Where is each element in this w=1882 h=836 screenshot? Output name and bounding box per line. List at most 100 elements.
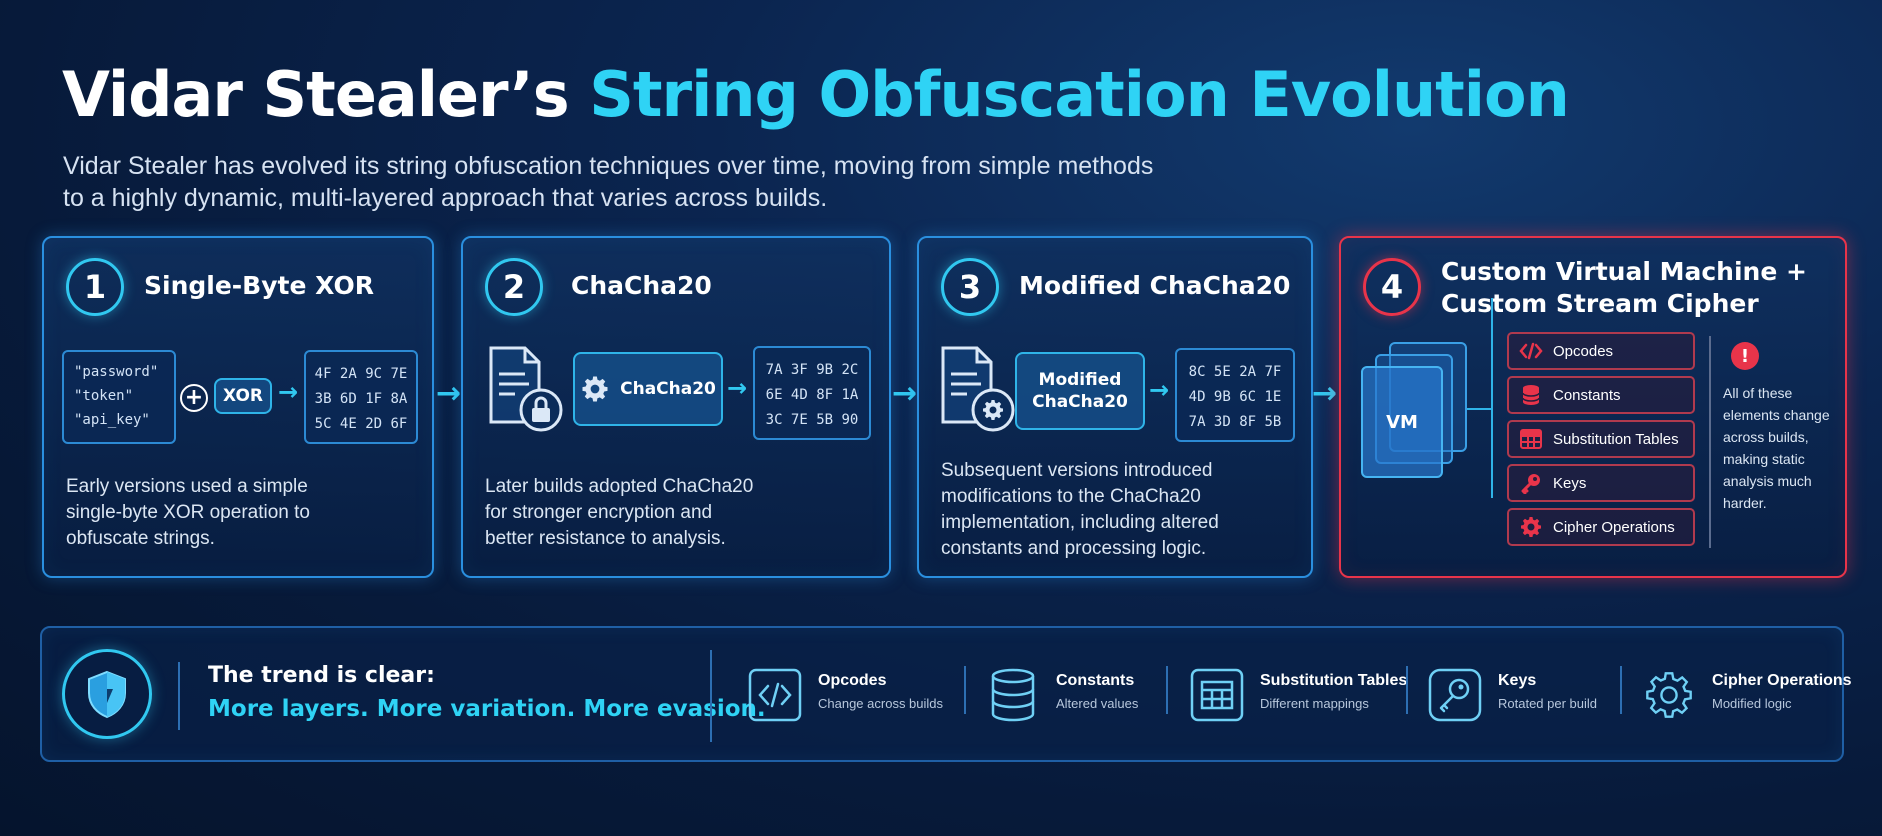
trend-heading: The trend is clear: bbox=[208, 663, 435, 688]
chacha20-block: ChaCha20 bbox=[573, 352, 723, 426]
flow-arrow-icon: → bbox=[892, 376, 918, 411]
desc-line: obfuscate strings. bbox=[66, 528, 215, 549]
desc-line: for stronger encryption and bbox=[485, 502, 713, 523]
stage-card-2: 2 ChaCha20 ChaCha20 → 7A 3F 9B 2C 6E 4D … bbox=[461, 236, 891, 578]
note-line: analysis much bbox=[1723, 473, 1812, 489]
arrow-right-icon: → bbox=[1149, 376, 1170, 404]
page-title: Vidar Stealer’s String Obfuscation Evolu… bbox=[62, 58, 1570, 131]
vm-element-label: Substitution Tables bbox=[1553, 430, 1679, 448]
gear-icon bbox=[1521, 517, 1541, 537]
code-icon bbox=[748, 668, 802, 722]
subtitle-line: Vidar Stealer has evolved its string obf… bbox=[63, 152, 1154, 180]
gear-document-icon bbox=[941, 346, 1015, 432]
vm-element-label: Keys bbox=[1553, 474, 1587, 492]
operator-label: ChaCha20 bbox=[1032, 392, 1128, 412]
desc-line: Later builds adopted ChaCha20 bbox=[485, 476, 754, 497]
desc-line: Subsequent versions introduced bbox=[941, 460, 1213, 481]
title-part-cyan: String Obfuscation Evolution bbox=[589, 58, 1569, 131]
xor-operator: XOR bbox=[214, 378, 272, 414]
stage-number: 4 bbox=[1363, 258, 1421, 316]
vm-element-constants: Constants bbox=[1507, 376, 1695, 414]
locked-document-icon bbox=[489, 346, 563, 432]
stage-title: ChaCha20 bbox=[571, 271, 712, 300]
alert-icon: ! bbox=[1731, 342, 1759, 370]
key-icon bbox=[1521, 474, 1540, 494]
hex-row: 3C 7E 5B 90 bbox=[765, 412, 859, 428]
feature-subtitle: Modified logic bbox=[1712, 696, 1792, 711]
input-string: "password" bbox=[74, 364, 159, 380]
modified-chacha20-block: Modified ChaCha20 bbox=[1015, 352, 1145, 430]
shield-icon bbox=[88, 670, 126, 719]
shield-badge bbox=[62, 649, 152, 739]
table-icon bbox=[1190, 668, 1244, 722]
database-icon bbox=[986, 668, 1040, 722]
desc-line: modifications to the ChaCha20 bbox=[941, 486, 1201, 507]
note-line: elements change bbox=[1723, 407, 1830, 423]
code-icon bbox=[1519, 342, 1543, 360]
divider bbox=[1406, 666, 1408, 714]
stage-title-line: Custom Virtual Machine + bbox=[1441, 257, 1807, 286]
divider bbox=[1620, 666, 1622, 714]
feature-title: Constants bbox=[1056, 672, 1135, 689]
connector-line bbox=[1467, 408, 1493, 410]
vm-element-substitution-tables: Substitution Tables bbox=[1507, 420, 1695, 458]
feature-title: Keys bbox=[1498, 672, 1537, 689]
connector-line bbox=[1491, 298, 1493, 498]
trend-tagline: More layers. More variation. More evasio… bbox=[208, 696, 766, 722]
stage-number: 1 bbox=[66, 258, 124, 316]
feature-subtitle: Altered values bbox=[1056, 696, 1139, 711]
input-string: "token" bbox=[74, 388, 134, 404]
hex-output-box: 4F 2A 9C 7E 3B 6D 1F 8A 5C 4E 2D 6F bbox=[304, 350, 418, 444]
hex-output-box: 8C 5E 2A 7F 4D 9B 6C 1E 7A 3D 8F 5B bbox=[1175, 348, 1295, 442]
arrow-right-icon: → bbox=[727, 374, 748, 402]
vm-element-label: Opcodes bbox=[1553, 342, 1614, 360]
title-part-white: Vidar Stealer’s bbox=[62, 58, 590, 131]
feature-subtitle: Different mappings bbox=[1260, 696, 1369, 711]
stage-title: Custom Virtual Machine + Custom Stream C… bbox=[1441, 256, 1807, 320]
hex-row: 6E 4D 8F 1A bbox=[765, 387, 859, 403]
divider bbox=[1709, 336, 1711, 548]
table-icon bbox=[1520, 429, 1542, 449]
gear-icon bbox=[582, 376, 608, 402]
page-subtitle: Vidar Stealer has evolved its string obf… bbox=[63, 150, 1263, 214]
feature-title: Substitution Tables bbox=[1260, 672, 1408, 689]
desc-line: better resistance to analysis. bbox=[485, 528, 726, 549]
stage-card-3: 3 Modified ChaCha20 Modified ChaCha20 → … bbox=[917, 236, 1313, 578]
operator-label: Modified bbox=[1038, 370, 1122, 390]
database-icon bbox=[1522, 385, 1540, 405]
hex-row: 4D 9B 6C 1E bbox=[1188, 389, 1282, 405]
flow-arrow-icon: → bbox=[1312, 376, 1338, 411]
stage-card-1: 1 Single-Byte XOR "password" "token" "ap… bbox=[42, 236, 434, 578]
input-strings-box: "password" "token" "api_key" bbox=[62, 350, 176, 444]
hex-output-box: 7A 3F 9B 2C 6E 4D 8F 1A 3C 7E 5B 90 bbox=[753, 346, 871, 440]
vm-note: All of these elements change across buil… bbox=[1723, 382, 1830, 514]
hex-row: 3B 6D 1F 8A bbox=[314, 391, 408, 407]
arrow-right-icon: → bbox=[278, 378, 299, 406]
desc-line: constants and processing logic. bbox=[941, 538, 1207, 559]
vm-element-keys: Keys bbox=[1507, 464, 1695, 502]
stage-number: 3 bbox=[941, 258, 999, 316]
hex-row: 4F 2A 9C 7E bbox=[314, 366, 408, 382]
plus-icon: + bbox=[180, 384, 208, 412]
divider bbox=[1166, 666, 1168, 714]
stage-title: Single-Byte XOR bbox=[144, 271, 375, 300]
stage-description: Early versions used a simple single-byte… bbox=[66, 474, 310, 552]
input-string: "api_key" bbox=[74, 412, 150, 428]
hex-row: 8C 5E 2A 7F bbox=[1188, 364, 1282, 380]
desc-line: implementation, including altered bbox=[941, 512, 1219, 533]
stage-description: Subsequent versions introduced modificat… bbox=[941, 458, 1219, 562]
flow-arrow-icon: → bbox=[436, 376, 462, 411]
note-line: All of these bbox=[1723, 385, 1793, 401]
desc-line: single-byte XOR operation to bbox=[66, 502, 310, 523]
feature-title: Cipher Operations bbox=[1712, 672, 1852, 689]
vm-element-opcodes: Opcodes bbox=[1507, 332, 1695, 370]
divider bbox=[178, 662, 180, 730]
vm-element-label: Cipher Operations bbox=[1553, 518, 1675, 536]
stage-title: Modified ChaCha20 bbox=[1019, 271, 1291, 300]
stage-card-4: 4 Custom Virtual Machine + Custom Stream… bbox=[1339, 236, 1847, 578]
desc-line: Early versions used a simple bbox=[66, 476, 308, 497]
divider bbox=[710, 650, 712, 742]
stage-description: Later builds adopted ChaCha20 for strong… bbox=[485, 474, 753, 552]
note-line: making static bbox=[1723, 451, 1805, 467]
feature-subtitle: Change across builds bbox=[818, 696, 944, 711]
